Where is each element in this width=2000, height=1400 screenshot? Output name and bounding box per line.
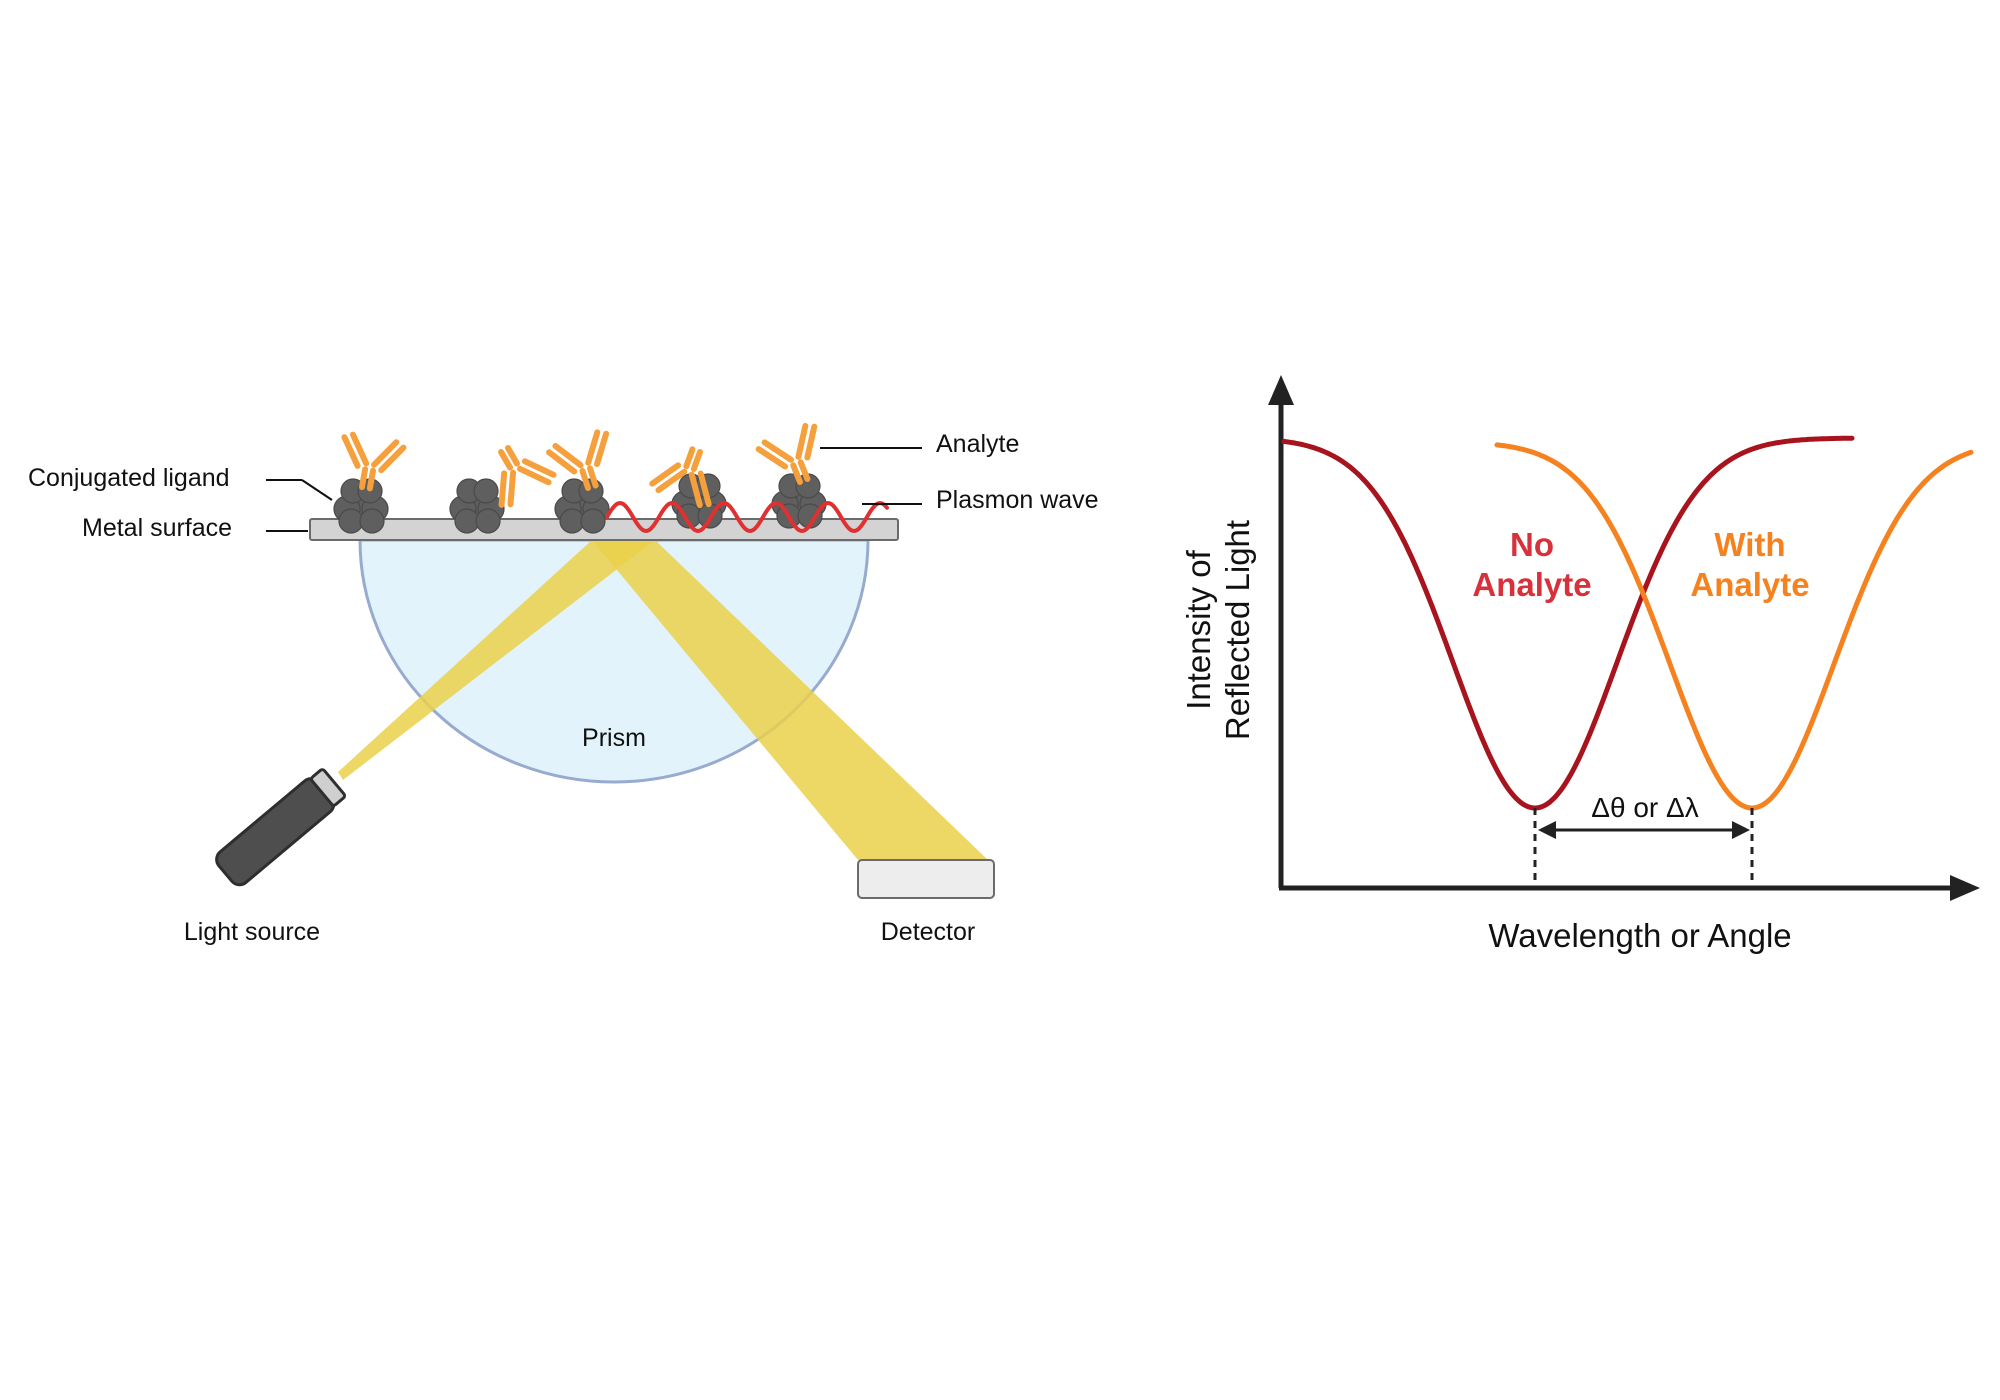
plasmon-wave bbox=[605, 501, 889, 533]
label-no-analyte-line1: No bbox=[1510, 526, 1554, 563]
label-plasmon-wave: Plasmon wave bbox=[936, 486, 1099, 514]
light-source bbox=[215, 768, 347, 887]
curve-with-analyte bbox=[1494, 442, 1974, 811]
label-light-source: Light source bbox=[184, 918, 320, 946]
x-axis-label: Wavelength or Angle bbox=[1488, 917, 1791, 954]
label-no-analyte-line2: Analyte bbox=[1472, 566, 1591, 603]
prism bbox=[358, 538, 870, 784]
shift-label: Δθ or Δλ bbox=[1591, 792, 1698, 823]
shift-arrow-left-head bbox=[1538, 821, 1556, 839]
label-prism: Prism bbox=[582, 724, 646, 752]
y-axis-arrow bbox=[1268, 375, 1294, 405]
shift-arrow-right-head bbox=[1732, 821, 1750, 839]
label-detector: Detector bbox=[881, 918, 975, 946]
conjugated-ligand-2 bbox=[449, 478, 505, 534]
label-conjugated-ligand: Conjugated ligand bbox=[28, 464, 230, 492]
detector bbox=[857, 859, 995, 899]
reflectance-graph: Δθ or Δλ No Analyte With Analyte Wavelen… bbox=[1180, 375, 1980, 954]
reflected-light-beam bbox=[592, 540, 988, 860]
label-analyte: Analyte bbox=[936, 430, 1019, 458]
label-with-analyte-line2: Analyte bbox=[1690, 566, 1809, 603]
conjugated-ligand-3 bbox=[554, 478, 610, 534]
y-axis-label-line1: Intensity of bbox=[1180, 549, 1217, 709]
label-with-analyte-line1: With bbox=[1714, 526, 1785, 563]
curve-no-analyte bbox=[1281, 435, 1855, 811]
spr-apparatus: Conjugated ligand Metal surface Analyte … bbox=[28, 423, 1099, 946]
x-axis-arrow bbox=[1950, 875, 1980, 901]
y-axis-label-line2: Reflected Light bbox=[1219, 520, 1256, 740]
label-metal-surface: Metal surface bbox=[82, 514, 232, 542]
incident-light-beam bbox=[338, 540, 655, 780]
